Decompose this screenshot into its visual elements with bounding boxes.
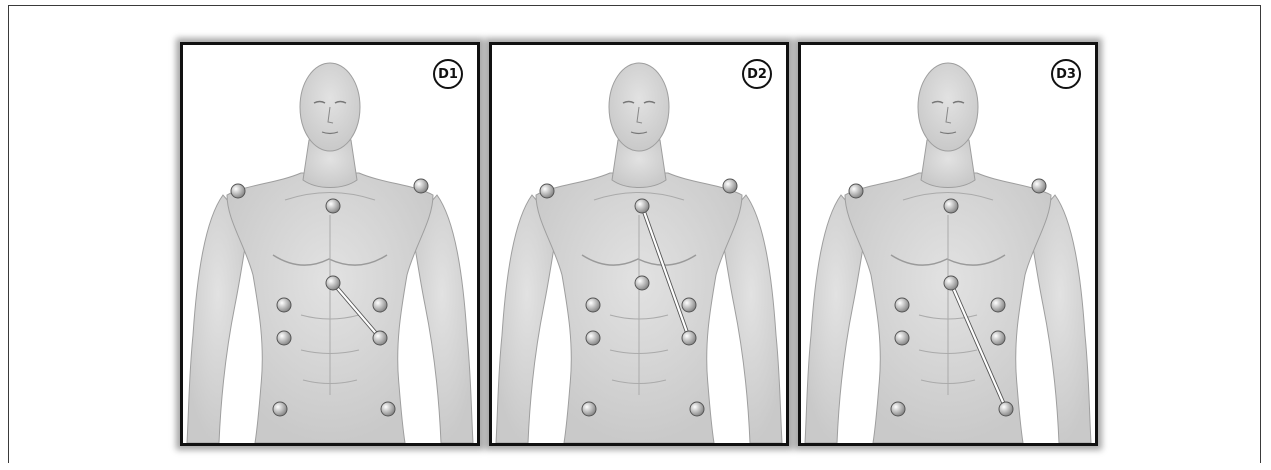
panel-label: D3 bbox=[1051, 59, 1081, 89]
panel-d3: D3 bbox=[798, 42, 1098, 446]
electrode-left-shoulder bbox=[414, 179, 428, 193]
torso-figure bbox=[801, 45, 1095, 443]
electrode-sternum-upper bbox=[326, 199, 340, 213]
torso-figure bbox=[183, 45, 477, 443]
electrode-left-shoulder bbox=[1032, 179, 1046, 193]
electrode-left-upper-chest bbox=[991, 298, 1005, 312]
electrode-right-upper-chest bbox=[895, 298, 909, 312]
body-silhouette bbox=[496, 63, 782, 443]
panel-label: D2 bbox=[742, 59, 772, 89]
electrode-left-lower-chest bbox=[373, 331, 387, 345]
electrode-right-shoulder bbox=[849, 184, 863, 198]
electrode-left-upper-chest bbox=[682, 298, 696, 312]
electrode-left-lower-chest bbox=[682, 331, 696, 345]
electrode-sternum-lower bbox=[944, 276, 958, 290]
electrode-sternum-lower bbox=[635, 276, 649, 290]
electrode-sternum-upper bbox=[635, 199, 649, 213]
electrode-sternum-lower bbox=[326, 276, 340, 290]
panel-d1: D1 bbox=[180, 42, 480, 446]
electrode-left-hip bbox=[999, 402, 1013, 416]
torso-figure bbox=[492, 45, 786, 443]
electrode-right-hip bbox=[273, 402, 287, 416]
body-silhouette bbox=[805, 63, 1091, 443]
electrode-sternum-upper bbox=[944, 199, 958, 213]
body-silhouette bbox=[187, 63, 473, 443]
electrode-right-shoulder bbox=[540, 184, 554, 198]
electrode-right-shoulder bbox=[231, 184, 245, 198]
electrode-left-shoulder bbox=[723, 179, 737, 193]
electrode-right-lower-chest bbox=[586, 331, 600, 345]
panel-d2: D2 bbox=[489, 42, 789, 446]
electrode-right-hip bbox=[582, 402, 596, 416]
electrode-right-upper-chest bbox=[277, 298, 291, 312]
electrode-right-lower-chest bbox=[277, 331, 291, 345]
electrode-right-hip bbox=[891, 402, 905, 416]
electrode-left-hip bbox=[690, 402, 704, 416]
panel-label: D1 bbox=[433, 59, 463, 89]
electrode-right-lower-chest bbox=[895, 331, 909, 345]
electrode-left-upper-chest bbox=[373, 298, 387, 312]
electrode-right-upper-chest bbox=[586, 298, 600, 312]
electrode-left-hip bbox=[381, 402, 395, 416]
electrode-left-lower-chest bbox=[991, 331, 1005, 345]
